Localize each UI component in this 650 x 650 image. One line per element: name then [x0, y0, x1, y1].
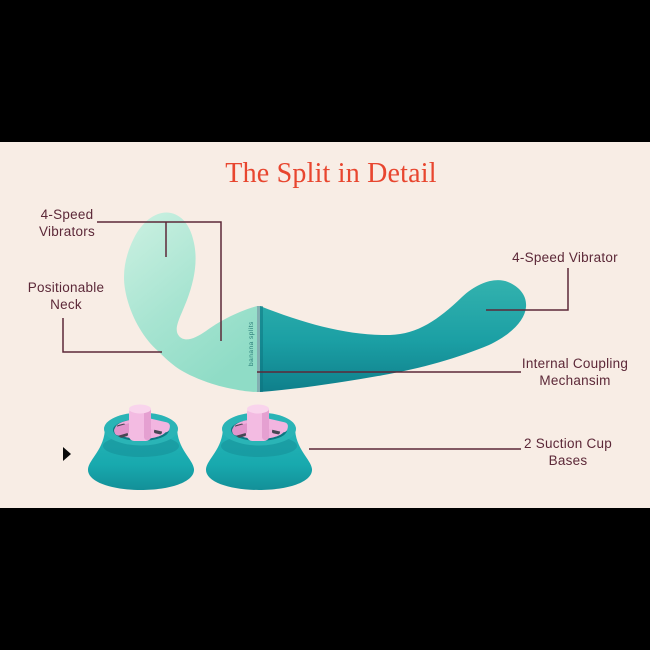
callout-bases-line1: 2 Suction Cup — [523, 436, 613, 451]
letterbox-bottom — [0, 508, 650, 650]
callout-vibrator-right-line1: 4-Speed Vibrator — [512, 250, 618, 265]
page-title: The Split in Detail — [225, 158, 437, 189]
callout-vibrators-left-line1: 4-Speed — [40, 207, 94, 222]
callout-neck-line2: Neck — [50, 297, 82, 312]
callout-neck-line1: Positionable — [27, 280, 105, 295]
callout-positionable-neck: Positionable Neck — [16, 279, 116, 313]
letterbox-top — [0, 0, 650, 142]
callout-bases-line2: Bases — [548, 453, 588, 468]
callout-vibrators-left-line2: Vibrators — [38, 224, 96, 239]
callout-vibrators-left: 4-Speed Vibrators — [17, 206, 117, 240]
callout-vibrator-right: 4-Speed Vibrator — [499, 249, 631, 266]
callout-coupling-line1: Internal Coupling — [521, 356, 629, 371]
callout-suction-bases: 2 Suction Cup Bases — [503, 435, 633, 469]
callout-internal-coupling: Internal Coupling Mechansim — [510, 355, 640, 389]
callout-coupling-line2: Mechansim — [539, 373, 611, 388]
